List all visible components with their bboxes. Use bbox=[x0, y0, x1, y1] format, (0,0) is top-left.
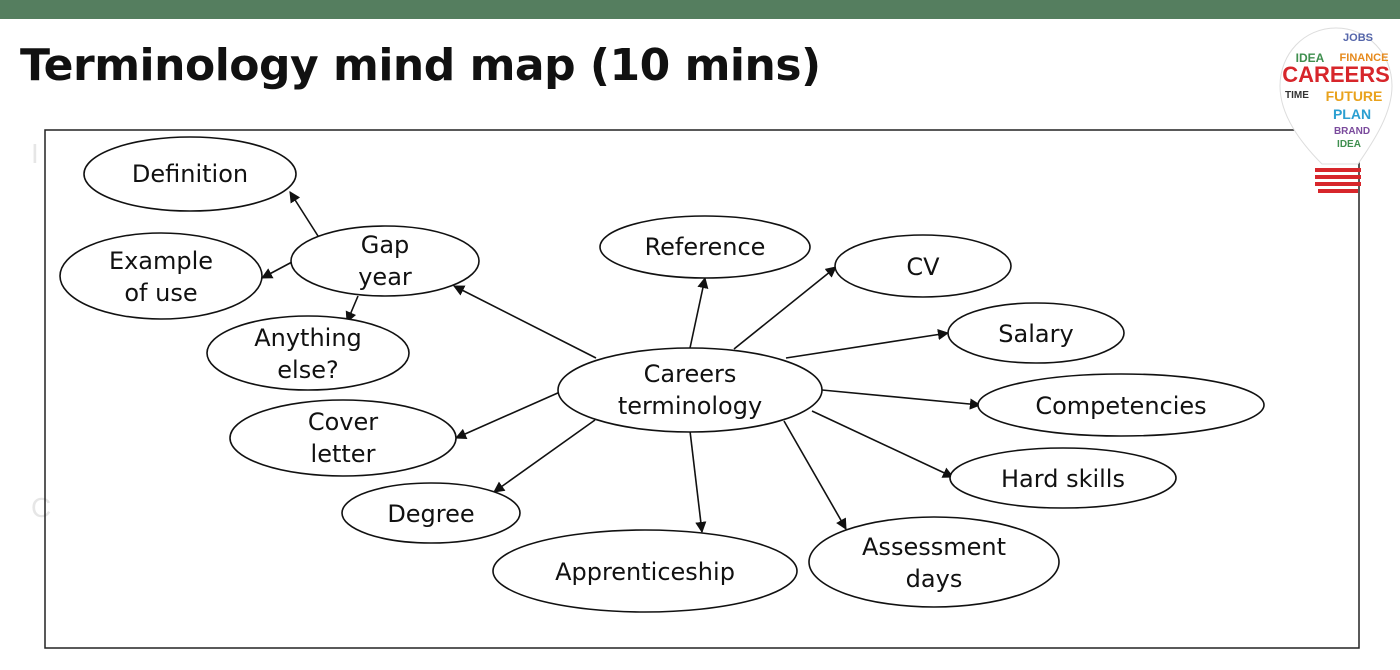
arrow-to-competencies bbox=[821, 389, 982, 410]
node-apprenticeship bbox=[492, 529, 798, 613]
label-hard-skills: Hard skills bbox=[1001, 465, 1125, 493]
top-accent-bar bbox=[0, 0, 1400, 19]
connector-arrows bbox=[261, 191, 982, 534]
node-cover-letter bbox=[229, 399, 457, 477]
arrow-to-reference bbox=[689, 276, 709, 349]
node-hard-skills bbox=[949, 447, 1177, 509]
label-line: Gap bbox=[361, 231, 410, 259]
node-anything-else bbox=[206, 315, 410, 391]
logo-word: JOBS bbox=[1343, 32, 1373, 44]
logo-word: IDEA bbox=[1296, 51, 1325, 65]
label-line: letter bbox=[311, 440, 376, 468]
label-salary: Salary bbox=[998, 320, 1073, 348]
label-line: terminology bbox=[618, 392, 762, 420]
arrow-to-cv bbox=[733, 266, 837, 350]
label-line: Anything bbox=[254, 324, 362, 352]
label-line: of use bbox=[124, 279, 197, 307]
arrow-to-assessment-days bbox=[783, 420, 847, 530]
label-line: Careers bbox=[644, 360, 737, 388]
lightbulb-outline-icon bbox=[1279, 27, 1393, 165]
label-line: year bbox=[358, 263, 412, 291]
label-line: Example bbox=[109, 247, 213, 275]
logo-word: CAREERS bbox=[1282, 62, 1390, 87]
label-definition: Definition bbox=[132, 160, 248, 188]
logo-word: FUTURE bbox=[1326, 88, 1383, 104]
label-line: Assessment bbox=[862, 533, 1006, 561]
mind-map-nodes bbox=[59, 136, 1265, 613]
arrow-to-cover-letter bbox=[454, 391, 561, 440]
background-faded-text: I bbox=[31, 138, 39, 169]
node-definition bbox=[83, 136, 297, 212]
node-reference bbox=[599, 215, 811, 279]
node-labels: Careers terminology Gap year Definition Ex… bbox=[109, 160, 1207, 593]
arrow-to-degree bbox=[493, 419, 596, 493]
node-degree bbox=[341, 482, 521, 544]
node-gap-year bbox=[290, 225, 480, 297]
logo-word: PLAN bbox=[1333, 106, 1371, 122]
logo-word: TIME bbox=[1285, 90, 1309, 101]
label-apprenticeship: Apprenticeship bbox=[555, 558, 735, 586]
arrow-to-definition bbox=[289, 191, 319, 237]
label-line: Cover bbox=[308, 408, 378, 436]
careers-lightbulb-logo: JOBS IDEA FINANCE CAREERS TIME FUTURE PL… bbox=[1279, 27, 1393, 193]
node-assessment-days bbox=[808, 516, 1060, 608]
arrow-to-gap-year bbox=[453, 285, 597, 359]
logo-word: IDEA bbox=[1337, 139, 1361, 150]
label-reference: Reference bbox=[645, 233, 766, 261]
label-assessment-days: Assessment days bbox=[862, 533, 1006, 593]
label-line: days bbox=[906, 565, 963, 593]
bulb-base-stripe bbox=[1318, 189, 1358, 193]
label-careers-terminology: Careers terminology bbox=[618, 360, 762, 420]
logo-word: BRAND bbox=[1334, 126, 1370, 137]
node-careers-terminology bbox=[557, 347, 823, 433]
label-competencies: Competencies bbox=[1035, 392, 1206, 420]
node-competencies bbox=[977, 373, 1265, 437]
background-faded-text: C bbox=[31, 492, 52, 523]
bulb-base-stripe bbox=[1315, 182, 1361, 186]
label-cover-letter: Cover letter bbox=[308, 408, 378, 468]
label-anything-else: Anything else? bbox=[254, 324, 362, 384]
arrow-to-apprenticeship bbox=[689, 430, 707, 534]
node-cv bbox=[834, 234, 1012, 298]
label-gap-year: Gap year bbox=[358, 231, 412, 291]
arrow-to-salary bbox=[785, 329, 950, 359]
arrow-to-example-of-use bbox=[261, 261, 293, 279]
label-degree: Degree bbox=[387, 500, 474, 528]
node-example-of-use bbox=[59, 232, 263, 320]
logo-word: FINANCE bbox=[1340, 52, 1389, 64]
diagram-frame bbox=[44, 129, 1360, 649]
slide-title: Terminology mind map (10 mins) bbox=[20, 40, 821, 91]
label-line: else? bbox=[277, 356, 338, 384]
bulb-base-stripe bbox=[1315, 168, 1361, 172]
label-example-of-use: Example of use bbox=[109, 247, 213, 307]
label-cv: CV bbox=[906, 253, 940, 281]
arrow-to-anything-else bbox=[345, 295, 359, 324]
arrow-to-hard-skills bbox=[811, 410, 955, 478]
node-salary bbox=[947, 302, 1125, 364]
bulb-base-stripe bbox=[1315, 175, 1361, 179]
